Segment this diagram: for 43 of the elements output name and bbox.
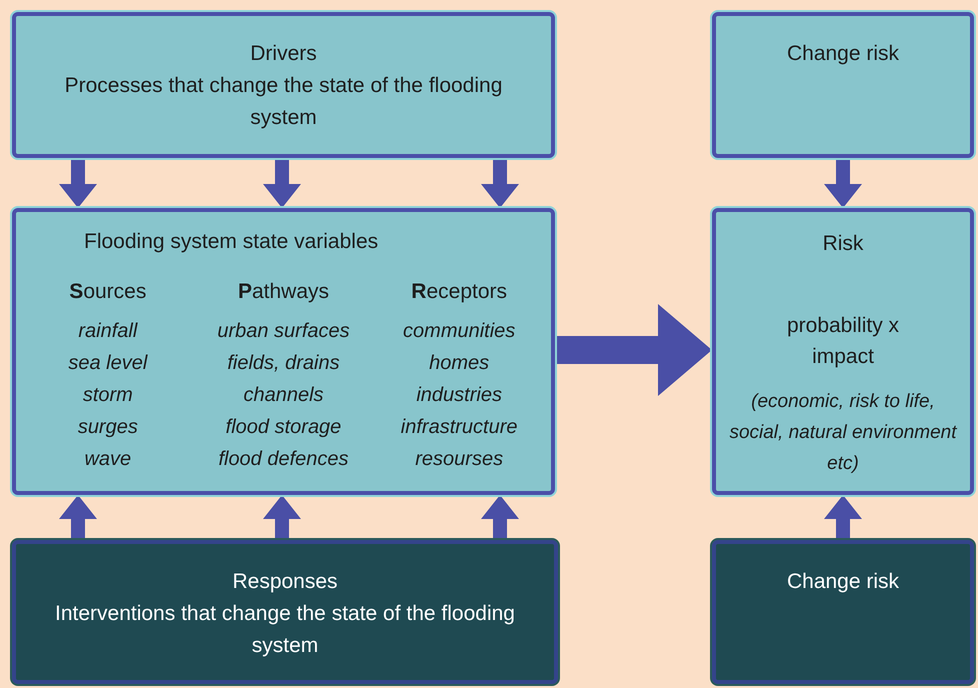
box-text: wave	[84, 447, 132, 472]
box-text: Flooding system state variables	[83, 229, 380, 255]
box-text: (economic, risk to life, social, natural environment etc)	[728, 390, 958, 476]
process-box	[712, 208, 974, 495]
box-text: sea level	[68, 351, 148, 376]
arrow	[59, 158, 97, 208]
box-text: communities	[403, 319, 516, 344]
process-box	[12, 208, 555, 495]
box-text: urban surfaces	[217, 319, 350, 344]
box-text: fields, drains	[227, 351, 340, 376]
box-text: storm	[82, 383, 133, 408]
box-text: Sources	[69, 278, 146, 304]
box-text: channels	[243, 383, 324, 408]
box-text: Responses	[232, 569, 338, 595]
box-text: rainfall	[78, 319, 138, 344]
box-text: flood defences	[218, 447, 349, 472]
arrow	[59, 495, 97, 540]
box-text: Receptors	[411, 278, 508, 304]
arrow	[824, 495, 862, 540]
process-box	[712, 12, 974, 158]
arrow	[481, 158, 519, 208]
box-text: Drivers	[250, 41, 317, 67]
box-text: homes	[429, 351, 490, 376]
box-text: Change risk	[786, 569, 900, 595]
arrow	[481, 495, 519, 540]
box-text: Change risk	[786, 41, 900, 67]
box-text: probability x impact	[786, 312, 900, 370]
box-text: resourses	[415, 447, 504, 472]
box-text: Interventions that change the state of the flooding system	[54, 601, 516, 659]
box-text: infrastructure	[400, 415, 518, 440]
arrow	[824, 158, 862, 208]
box-text: flood storage	[226, 415, 342, 440]
box-text: industries	[416, 383, 502, 408]
dark-box	[712, 540, 974, 684]
process-box	[12, 12, 555, 158]
arrow	[263, 495, 301, 540]
box-text: Processes that change the state of the flooding system	[64, 73, 504, 131]
arrow	[555, 304, 712, 396]
dark-box	[12, 540, 558, 684]
arrow	[263, 158, 301, 208]
box-text: surges	[78, 415, 138, 440]
box-text: Pathways	[238, 278, 330, 304]
box-text: Risk	[822, 231, 864, 257]
